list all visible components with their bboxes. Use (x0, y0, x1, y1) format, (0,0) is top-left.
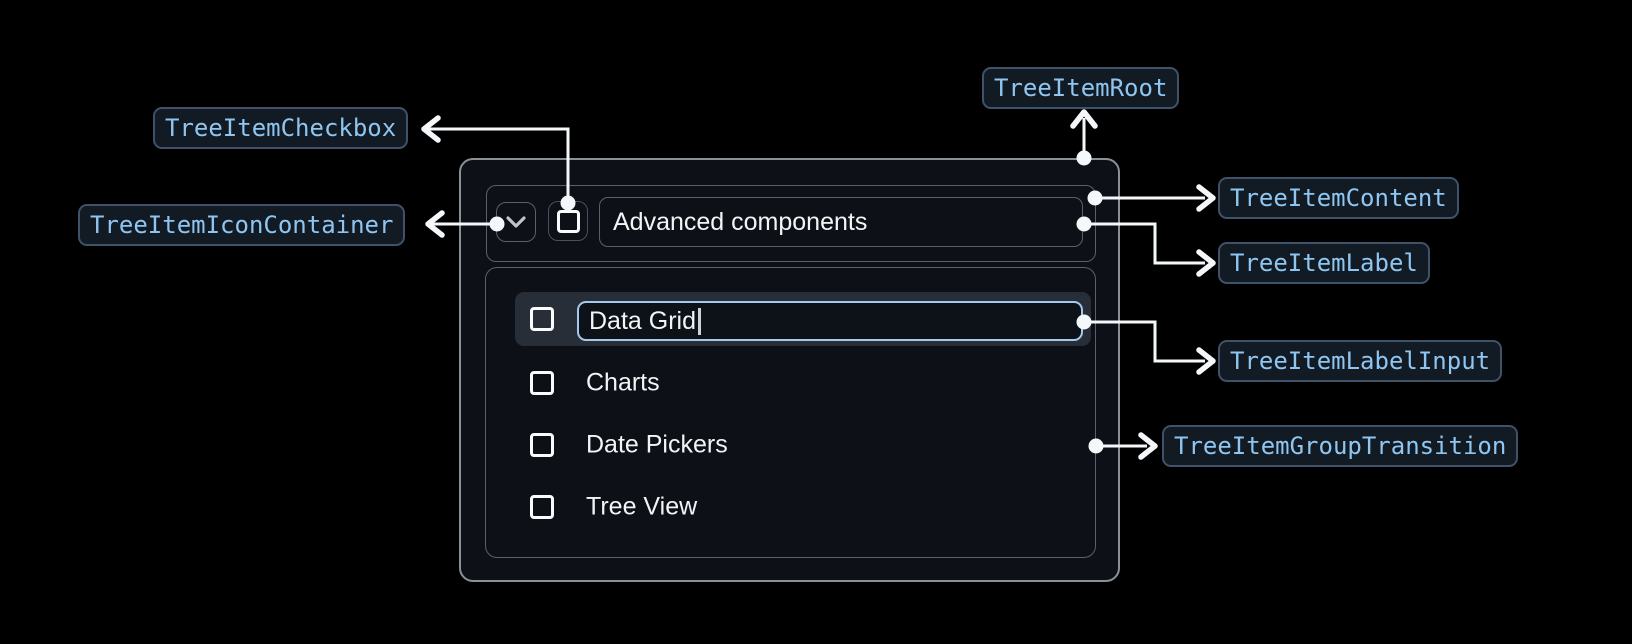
badge-tree-item-label-input: TreeItemLabelInput (1218, 340, 1503, 382)
checkbox-unchecked-icon[interactable] (530, 433, 554, 457)
tree-item-label-input[interactable]: Data Grid (577, 301, 1083, 341)
tree-item-root: Advanced components Data Grid Charts Dat… (459, 158, 1120, 582)
badge-tree-item-icon-container: TreeItemIconContainer (78, 204, 406, 246)
tree-item-row[interactable]: Tree View (486, 483, 1095, 531)
badge-tree-item-content: TreeItemContent (1218, 177, 1459, 219)
label-input-value: Data Grid (589, 306, 696, 335)
text-caret (697, 307, 701, 335)
tree-item-icon-container[interactable] (496, 202, 536, 242)
badge-tree-item-group-transition: TreeItemGroupTransition (1162, 425, 1519, 467)
checkbox-unchecked-icon[interactable] (530, 307, 554, 331)
tree-item-label: Date Pickers (586, 430, 728, 459)
tree-item-row[interactable]: Date Pickers (486, 421, 1095, 469)
tree-item-group-transition: Data Grid Charts Date Pickers Tree View (485, 267, 1096, 558)
badge-tree-item-label: TreeItemLabel (1218, 242, 1430, 284)
checkbox-unchecked-icon (556, 209, 580, 233)
tree-item-label-text: Advanced components (613, 207, 868, 236)
badge-tree-item-root: TreeItemRoot (982, 67, 1180, 109)
tree-item-row-editing[interactable]: Data Grid (515, 292, 1091, 346)
chevron-down-icon (506, 216, 526, 228)
tree-item-content[interactable]: Advanced components (486, 185, 1096, 262)
checkbox-unchecked-icon[interactable] (530, 495, 554, 519)
tree-item-row[interactable]: Charts (486, 359, 1095, 407)
checkbox-unchecked-icon[interactable] (530, 371, 554, 395)
tree-item-label: Charts (586, 368, 660, 397)
tree-item-checkbox[interactable] (548, 201, 588, 241)
tree-item-label: Advanced components (599, 197, 1083, 247)
tree-item-label: Tree View (586, 492, 698, 521)
badge-tree-item-checkbox: TreeItemCheckbox (153, 107, 409, 149)
